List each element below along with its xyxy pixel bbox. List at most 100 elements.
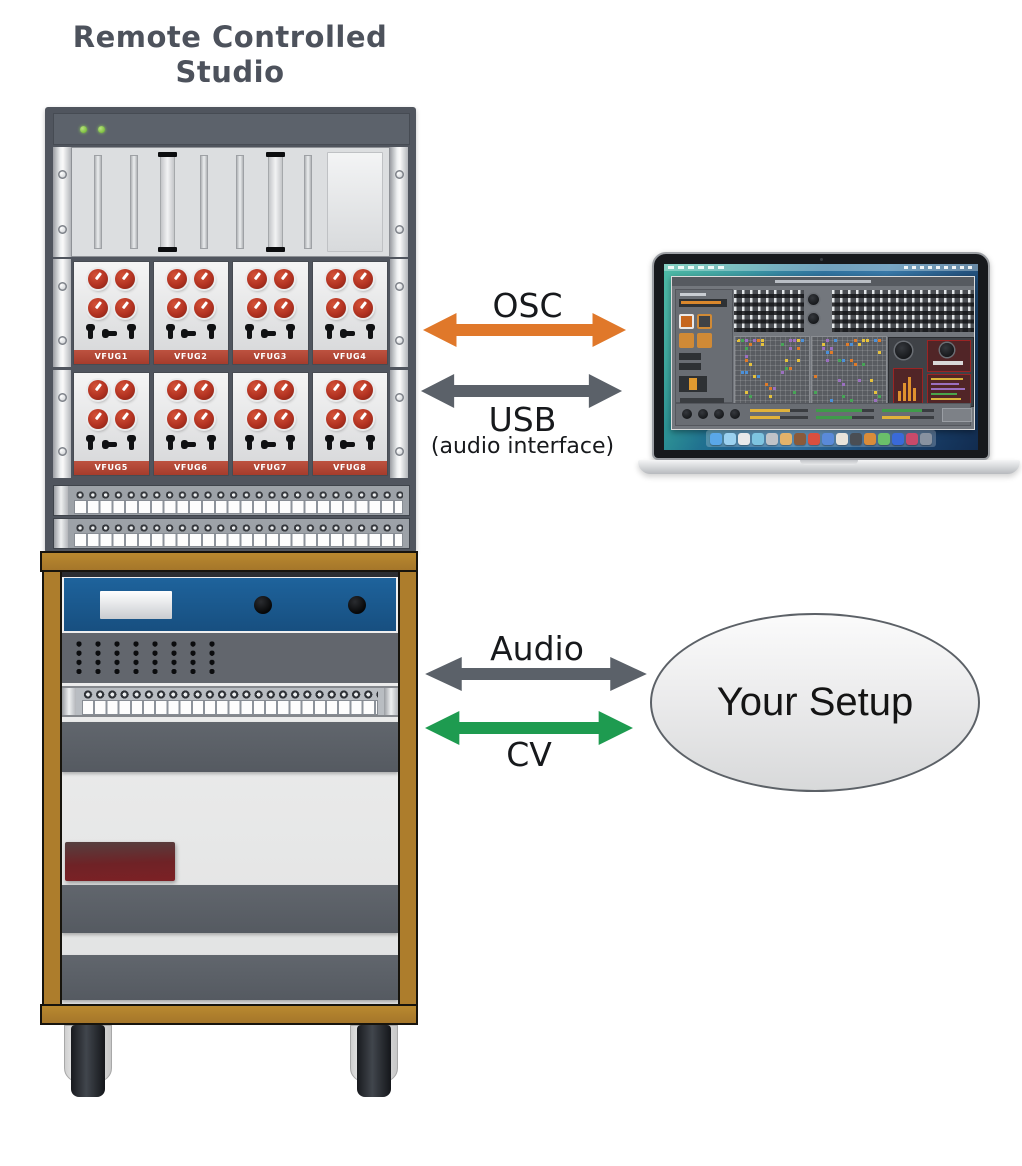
red-outline-box xyxy=(893,368,923,404)
cart-post-left xyxy=(42,572,62,1004)
dock-app-icon xyxy=(794,432,806,445)
screw-icon xyxy=(57,335,67,345)
card-slot xyxy=(94,155,102,249)
grid-notes xyxy=(812,337,815,340)
module-label: VFUG5 xyxy=(74,461,149,475)
toggle-switch-icon xyxy=(260,328,276,338)
knob-icon xyxy=(714,409,724,419)
laptop xyxy=(638,252,1020,480)
slider-fill xyxy=(750,409,790,412)
title-line-1: Remote Controlled xyxy=(72,20,388,54)
red-knob xyxy=(246,380,267,400)
toggle-switch-icon xyxy=(365,434,375,450)
cv-label: CV xyxy=(506,735,552,774)
window-titlebar xyxy=(672,277,974,286)
knob-icon xyxy=(698,409,708,419)
usb-sublabel: (audio interface) xyxy=(430,434,615,459)
cart-bottom-rail xyxy=(40,1004,418,1025)
red-knob xyxy=(273,409,294,429)
text-line xyxy=(931,393,957,395)
toggle-switch-icon xyxy=(101,439,117,449)
red-knob xyxy=(114,269,135,289)
red-knob xyxy=(326,269,347,289)
red-knob xyxy=(167,380,188,400)
red-knob xyxy=(273,298,294,318)
osc-label: OSC xyxy=(492,286,563,325)
dock-app-icon xyxy=(766,432,778,445)
vu-bar xyxy=(903,383,906,401)
toggle-switch-icon xyxy=(260,439,276,449)
wheel xyxy=(71,1025,105,1097)
blank-panel xyxy=(327,152,383,252)
card-slot xyxy=(236,155,244,249)
unit-display xyxy=(100,591,172,619)
screw-icon xyxy=(57,170,67,179)
usb-label: USB xyxy=(488,400,557,439)
rack-header xyxy=(53,113,410,145)
card-slot xyxy=(200,155,208,249)
patch-labels xyxy=(74,499,403,514)
card-with-handles xyxy=(266,152,285,252)
red-knob xyxy=(326,409,347,429)
round-button-icon xyxy=(697,314,712,329)
red-device xyxy=(65,842,175,881)
dock-app-icon xyxy=(808,432,820,445)
module-label: VFUG7 xyxy=(233,461,308,475)
red-knob xyxy=(273,380,294,400)
card-cage xyxy=(53,147,408,257)
red-knob xyxy=(326,380,347,400)
your-setup-label: Your Setup xyxy=(716,680,914,724)
dock-app-icon xyxy=(878,432,890,445)
red-knob xyxy=(167,409,188,429)
patchbay-row xyxy=(53,518,410,549)
toggle-switch-icon xyxy=(286,323,296,339)
screw-icon xyxy=(394,446,404,456)
module-knob-group xyxy=(233,373,308,429)
osc-double-arrow xyxy=(422,313,627,347)
grille-holes xyxy=(75,640,227,674)
rack-module: VFUG2 xyxy=(152,261,229,365)
sequencer-knob-icon xyxy=(940,343,954,357)
cart-post-right xyxy=(398,572,418,1004)
module-toggle-group xyxy=(313,433,388,455)
patchbay-row xyxy=(53,485,410,516)
rack-rail xyxy=(390,370,408,478)
dock-app-icon xyxy=(836,432,848,445)
toggle-switch-icon xyxy=(165,323,175,339)
toggle-switch-icon xyxy=(340,328,356,338)
red-knob xyxy=(167,269,188,289)
stop-button-icon xyxy=(679,314,694,329)
module-knob-group xyxy=(74,262,149,318)
toggle-switch-icon xyxy=(365,323,375,339)
slider-fill xyxy=(816,416,852,419)
toggle-switch-icon xyxy=(340,439,356,449)
red-knob xyxy=(353,269,374,289)
red-knob xyxy=(246,298,267,318)
toggle-switch-icon xyxy=(181,328,197,338)
dock-app-icon xyxy=(752,432,764,445)
knob-icon xyxy=(808,294,819,305)
module-knob-group xyxy=(313,373,388,429)
rack-rail xyxy=(390,259,408,367)
red-knob xyxy=(326,298,347,318)
module-group: VFUG5 VFUG6 VFUG7 xyxy=(71,370,390,478)
sequencer-knob-icon xyxy=(895,342,912,359)
toggle-switch-icon xyxy=(245,323,255,339)
toggle-switch-icon xyxy=(165,434,175,450)
module-label: VFUG1 xyxy=(74,350,149,364)
screw-icon xyxy=(57,281,67,291)
module-group: VFUG1 VFUG2 VFUG3 xyxy=(71,259,390,367)
window-left-panel xyxy=(675,289,733,403)
module-toggle-group xyxy=(233,433,308,455)
knob-icon xyxy=(808,313,819,324)
blank-rack-panel xyxy=(62,955,398,1000)
rack-module: VFUG4 xyxy=(311,261,388,365)
blue-rack-unit xyxy=(64,578,396,631)
red-knob xyxy=(114,409,135,429)
diagram-title: Remote Controlled Studio xyxy=(40,20,420,91)
dock-app-icon xyxy=(822,432,834,445)
orange-knob-icon xyxy=(697,333,712,348)
knob-icon xyxy=(682,409,692,419)
rack-module: VFUG6 xyxy=(152,372,229,476)
